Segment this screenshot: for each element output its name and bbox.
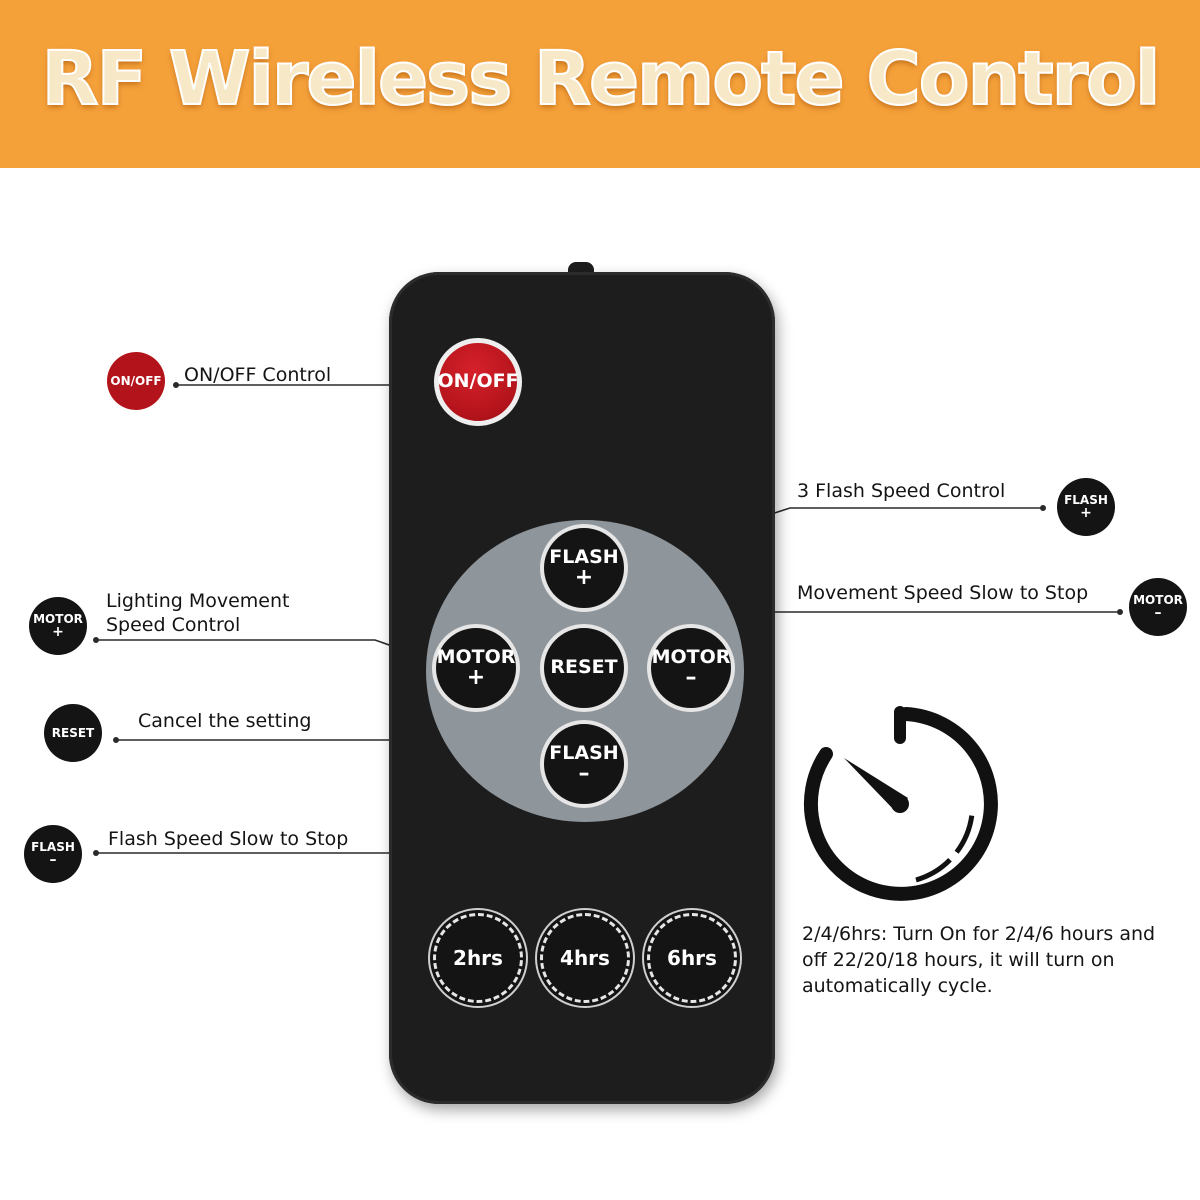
motor-plus-mini-icon: MOTOR + — [29, 597, 87, 655]
line-motor-plus — [96, 639, 439, 663]
motor-plus-label: MOTOR — [436, 646, 516, 669]
plus-sign: + — [1080, 505, 1092, 521]
reset-button-label: RESET — [550, 656, 618, 679]
motor-mini-label: MOTOR — [33, 612, 83, 627]
flash-mini-label: FLASH — [1064, 493, 1108, 508]
lighting-movement-callout-line2: Speed Control — [106, 614, 241, 636]
flash-mini-label: FLASH — [31, 840, 75, 855]
cancel-setting-callout: Cancel the setting — [138, 710, 312, 732]
minus-sign: – — [685, 665, 697, 691]
motor-minus-mini-icon: MOTOR – — [1129, 578, 1187, 636]
flash-minus-button[interactable]: FLASH – — [540, 720, 628, 808]
page-title: RF Wireless Remote Control — [41, 35, 1162, 123]
reset-button[interactable]: RESET — [540, 624, 628, 712]
minus-sign: – — [578, 761, 590, 787]
motor-plus-button[interactable]: MOTOR + — [432, 624, 520, 712]
motor-minus-label: MOTOR — [651, 646, 731, 669]
onoff-callout: ON/OFF Control — [184, 364, 332, 386]
timer-4hrs-button[interactable]: 4hrs — [540, 913, 630, 1003]
motor-minus-button[interactable]: MOTOR – — [647, 624, 735, 712]
reset-mini-icon: RESET — [44, 704, 102, 762]
flash-minus-mini-icon: FLASH – — [24, 825, 82, 883]
reset-mini-label: RESET — [51, 725, 95, 740]
movement-slow-callout: Movement Speed Slow to Stop — [797, 582, 1089, 604]
lighting-movement-callout-line1: Lighting Movement — [106, 590, 290, 612]
flash-plus-button[interactable]: FLASH + — [540, 524, 628, 612]
motor-mini-label: MOTOR — [1133, 593, 1183, 608]
onoff-mini-icon: ON/OFF — [107, 352, 165, 410]
timer-6hrs-label: 6hrs — [667, 945, 717, 970]
timer-description: 2/4/6hrs: Turn On for 2/4/6 hours and of… — [802, 923, 1156, 997]
flash-plus-mini-icon: FLASH + — [1057, 478, 1115, 536]
flash-slow-callout: Flash Speed Slow to Stop — [108, 828, 349, 850]
title-banner: RF Wireless Remote Control — [0, 0, 1200, 168]
plus-sign: + — [466, 665, 486, 691]
flash-plus-label: FLASH — [549, 546, 619, 569]
flash-minus-label: FLASH — [549, 742, 619, 765]
plus-sign: + — [574, 565, 594, 591]
minus-sign: – — [1154, 605, 1162, 621]
timer-2hrs-button[interactable]: 2hrs — [433, 913, 523, 1003]
plus-sign: + — [52, 624, 64, 640]
stopwatch-icon — [803, 706, 998, 901]
timer-2hrs-label: 2hrs — [453, 945, 503, 970]
minus-sign: – — [49, 852, 57, 868]
timer-4hrs-label: 4hrs — [560, 945, 610, 970]
timer-6hrs-button[interactable]: 6hrs — [647, 913, 737, 1003]
onoff-button[interactable]: ON/OFF — [434, 338, 522, 426]
onoff-mini-label: ON/OFF — [110, 373, 162, 388]
onoff-button-label: ON/OFF — [437, 370, 519, 393]
flash-speed-callout: 3 Flash Speed Control — [797, 480, 1006, 502]
